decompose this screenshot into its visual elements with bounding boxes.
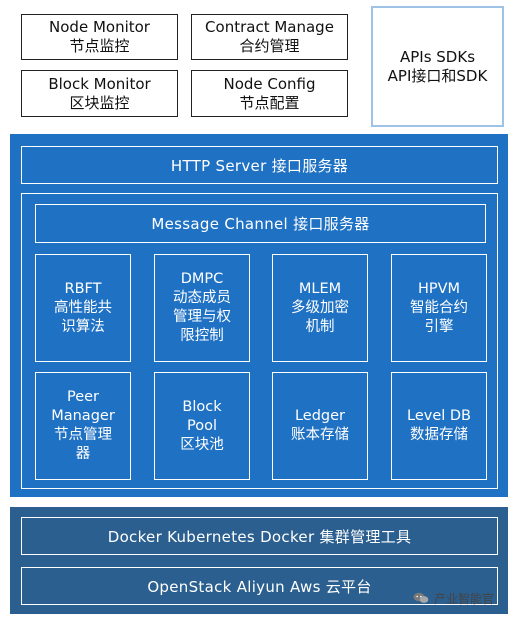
openstack-label: OpenStack Aliyun Aws 云平台	[147, 577, 372, 596]
module-line: 识算法	[61, 318, 105, 335]
module-dmpc: DMPC 动态成员 管理与权 限控制	[154, 254, 250, 362]
module-line: 引擎	[424, 318, 454, 335]
apis-subtitle: API接口和SDK	[387, 66, 488, 85]
apis-sdks-box: APIs SDKs API接口和SDK	[371, 6, 504, 127]
module-line: Manager	[51, 408, 115, 424]
module-block-pool: Block Pool 区块池	[154, 372, 250, 480]
module-line: 多级加密	[291, 299, 349, 316]
module-line: 限控制	[180, 328, 224, 344]
module-line: 管理与权	[173, 309, 231, 325]
message-channel-bar: Message Channel 接口服务器	[35, 204, 486, 243]
docker-label: Docker Kubernetes Docker 集群管理工具	[107, 527, 412, 546]
module-line: 机制	[305, 318, 335, 335]
module-line: 节点管理	[54, 427, 112, 443]
node-monitor-box: Node Monitor 节点监控	[21, 14, 178, 60]
core-platform-panel	[10, 134, 508, 497]
module-rbft: RBFT 高性能共 识算法	[35, 254, 131, 362]
module-line: 区块池	[180, 436, 224, 453]
contract-manage-box: Contract Manage 合约管理	[191, 14, 348, 60]
module-line: Level DB	[407, 408, 471, 424]
infrastructure-panel	[10, 507, 508, 614]
module-line: 数据存储	[410, 427, 468, 443]
module-line: MLEM	[298, 280, 342, 297]
http-server-bar: HTTP Server 接口服务器	[21, 146, 498, 184]
wechat-icon	[413, 592, 429, 603]
watermark: 产业智能官	[413, 590, 494, 606]
module-line: 账本存储	[291, 427, 349, 443]
openstack-bar: OpenStack Aliyun Aws 云平台	[21, 567, 498, 605]
block-monitor-subtitle: 区块监控	[69, 93, 130, 112]
node-config-box: Node Config 节点配置	[191, 70, 348, 117]
module-line: Peer	[66, 389, 100, 405]
contract-manage-subtitle: 合约管理	[239, 37, 300, 55]
block-monitor-title: Block Monitor	[48, 74, 151, 93]
module-line: 智能合约	[410, 299, 468, 316]
module-hpvm: HPVM 智能合约 引擎	[391, 254, 487, 362]
watermark-text: 产业智能官	[434, 591, 495, 606]
module-line: 动态成员	[173, 290, 231, 306]
module-peer-manager: Peer Manager 节点管理 器	[35, 372, 131, 480]
http-server-label: HTTP Server 接口服务器	[170, 156, 349, 175]
module-line: 高性能共	[54, 299, 112, 316]
module-line: DMPC	[180, 271, 224, 287]
module-line: Ledger	[294, 408, 346, 424]
contract-manage-title: Contract Manage	[205, 18, 334, 36]
node-monitor-subtitle: 节点监控	[69, 37, 130, 55]
module-ledger: Ledger 账本存储	[272, 372, 368, 480]
module-line: 器	[75, 446, 91, 462]
block-monitor-box: Block Monitor 区块监控	[21, 70, 178, 117]
apis-title: APIs SDKs	[399, 47, 476, 66]
module-level-db: Level DB 数据存储	[391, 372, 487, 480]
core-modules-container	[21, 193, 498, 489]
message-channel-label: Message Channel 接口服务器	[151, 215, 370, 233]
node-monitor-title: Node Monitor	[49, 18, 150, 36]
module-line: Block	[182, 398, 222, 415]
module-mlem: MLEM 多级加密 机制	[272, 254, 368, 362]
docker-bar: Docker Kubernetes Docker 集群管理工具	[21, 517, 498, 555]
module-line: RBFT	[64, 280, 102, 297]
module-line: HPVM	[417, 280, 461, 297]
module-line: Pool	[187, 417, 217, 434]
node-config-subtitle: 节点配置	[239, 93, 300, 112]
node-config-title: Node Config	[223, 74, 316, 93]
